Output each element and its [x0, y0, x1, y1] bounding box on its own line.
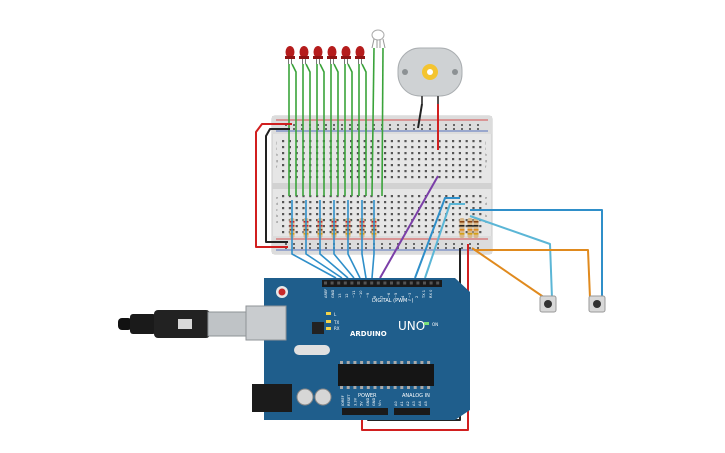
wire	[291, 63, 297, 196]
wire	[333, 63, 339, 196]
led-icon	[285, 46, 295, 64]
row-label: g	[485, 159, 487, 163]
pin-label: A5	[424, 401, 428, 406]
pin-label: ~9	[366, 292, 370, 298]
pin-label: AREF	[324, 289, 328, 298]
resistor-icon	[473, 218, 479, 238]
wire	[333, 200, 355, 279]
pin-label: RX 0	[429, 289, 433, 298]
wire	[381, 47, 384, 197]
row-label: j	[484, 141, 486, 145]
digital-label: DIGITAL (PWM~)	[372, 298, 414, 304]
wire	[361, 200, 367, 279]
dc-motor-icon	[397, 47, 463, 104]
wire	[319, 63, 325, 196]
row-label: g	[276, 159, 278, 163]
pin-label: 4	[401, 295, 405, 298]
row-label: i	[485, 147, 486, 151]
row-label: d	[485, 202, 487, 206]
pin-label: A0	[394, 401, 398, 406]
pin-label: A1	[400, 401, 404, 406]
pin-label: 3.3V	[353, 397, 357, 406]
row-label: f	[276, 165, 278, 169]
led-icon	[313, 46, 323, 64]
pushbutton-icon[interactable]	[539, 295, 557, 313]
pin-label: GND	[366, 398, 370, 406]
pin-label: ~3	[408, 293, 412, 298]
led-icon	[355, 46, 365, 64]
pin-label: A4	[418, 401, 422, 406]
pin-label: 8	[373, 295, 377, 298]
resistor-icon	[459, 218, 465, 238]
row-label: e	[276, 196, 278, 200]
usb-cable-icon	[118, 310, 249, 338]
pin-label: ~11	[352, 290, 356, 298]
model-label: UNO	[398, 319, 425, 333]
resistor-icon	[467, 218, 473, 238]
led-icon	[371, 29, 386, 49]
tx-label: TX	[333, 320, 339, 325]
wire	[371, 47, 375, 197]
pin-label: GND	[372, 398, 376, 406]
pin-label: RESET	[347, 394, 351, 406]
pin-label: IOREF	[341, 395, 345, 406]
row-label: f	[485, 165, 487, 169]
pin-label: A3	[412, 401, 416, 406]
digital-pin-wires	[291, 200, 375, 279]
pin-label: A2	[406, 401, 410, 406]
pin-label: 12	[345, 293, 349, 298]
button-wires	[414, 197, 603, 299]
pin-label: 13	[338, 293, 342, 298]
pin-label: ~5	[394, 293, 398, 298]
wire	[291, 200, 337, 279]
row-label: h	[485, 153, 487, 157]
pin-label: 5V	[360, 401, 364, 406]
pin-label: 2	[415, 296, 419, 298]
wire	[347, 63, 353, 196]
led-icon	[327, 46, 337, 64]
l-label: L	[334, 312, 337, 317]
row-label: a	[276, 220, 278, 224]
row-label: h	[276, 153, 278, 157]
pin-label: 7	[380, 296, 384, 298]
pin-label: Vin	[378, 400, 382, 406]
pin-label: GND	[331, 290, 335, 298]
wire	[361, 63, 367, 196]
row-label: c	[276, 208, 278, 212]
arduino-logo: ARDUINO	[350, 330, 387, 338]
row-label: b	[276, 214, 279, 218]
analog-label: ANALOG IN	[402, 393, 430, 399]
rx-label: RX	[334, 326, 340, 331]
pin-label: ~6	[387, 292, 391, 298]
row-label: j	[275, 141, 277, 145]
wire	[347, 200, 361, 279]
pushbutton-icon[interactable]	[588, 295, 606, 313]
row-label: i	[276, 147, 277, 151]
wire	[319, 200, 349, 279]
row-label: d	[276, 202, 278, 206]
wire	[305, 63, 311, 196]
wire	[305, 200, 343, 279]
led-icon	[341, 46, 351, 64]
pin-label: TX 1	[422, 290, 426, 299]
row-label: b	[485, 214, 488, 218]
pin-label: ~10	[359, 290, 363, 298]
led-icon	[299, 46, 309, 64]
row-label: e	[485, 196, 487, 200]
wire	[371, 200, 375, 279]
on-label: ON	[432, 322, 438, 327]
power-label: POWER	[358, 393, 377, 399]
led-wires	[288, 47, 384, 197]
led-group	[285, 46, 365, 64]
